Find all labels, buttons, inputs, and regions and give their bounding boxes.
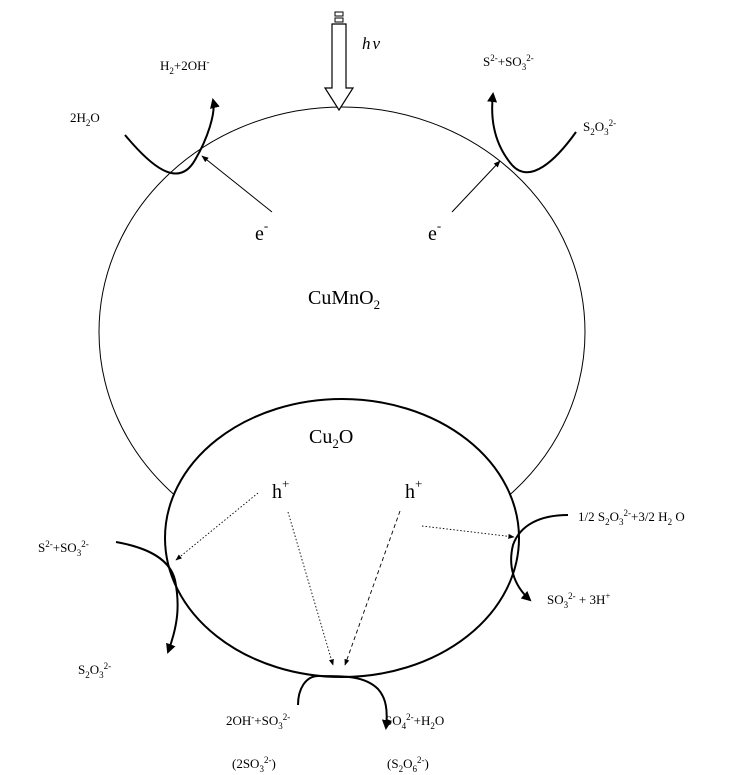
electron-transfer-left-arrow [201,155,273,213]
hole-right-label: h+ [405,476,422,503]
hole-left-label: h+ [272,476,289,503]
hole-transfer-left-arrow [175,492,259,561]
thiosulfate-top-arrow [487,92,577,173]
hole-transfer-right-arrow [421,525,515,539]
hydrogen-product-label: H2+2OH- [160,57,210,76]
light-arrow-icon [323,11,355,112]
sulfite-proton-right-label: SO32- + 3H+ [547,591,610,610]
thiosulfate-right-arrow [510,514,569,602]
sulfide-left-arrow [115,541,179,654]
thiosulfate-left-label: S2O32- [78,661,111,680]
electron-right-label: e- [428,218,441,245]
thiosulfate-water-right-label: 1/2 S2O32-+3/2 H2 O [578,508,685,527]
thiosulfate-top-label: S2O32- [583,118,616,137]
hole-transfer-bottom-dashed-arrow [344,510,401,666]
electron-left-label: e- [255,218,268,245]
water-reduction-arrow [124,98,220,175]
sulfide-sulfite-top-label: S2-+SO32- [483,53,534,72]
sulfide-sulfite-left-label: S2-+SO32- [38,539,89,558]
dithionate-label: (S2O62-) [387,755,429,774]
sulfate-water-label: SO42-+H2O [385,712,444,731]
cu2o-label: Cu2O [309,426,353,451]
hydroxide-sulfite-label: 2OH-+SO32- [226,712,290,731]
cumno2-label: CuMnO2 [308,287,380,312]
water-label: 2H2O [70,110,100,128]
electron-transfer-right-arrow [451,160,501,213]
disulfite-label: (2SO32-) [232,755,276,774]
sulfite-oxidation-arrow [297,674,392,730]
